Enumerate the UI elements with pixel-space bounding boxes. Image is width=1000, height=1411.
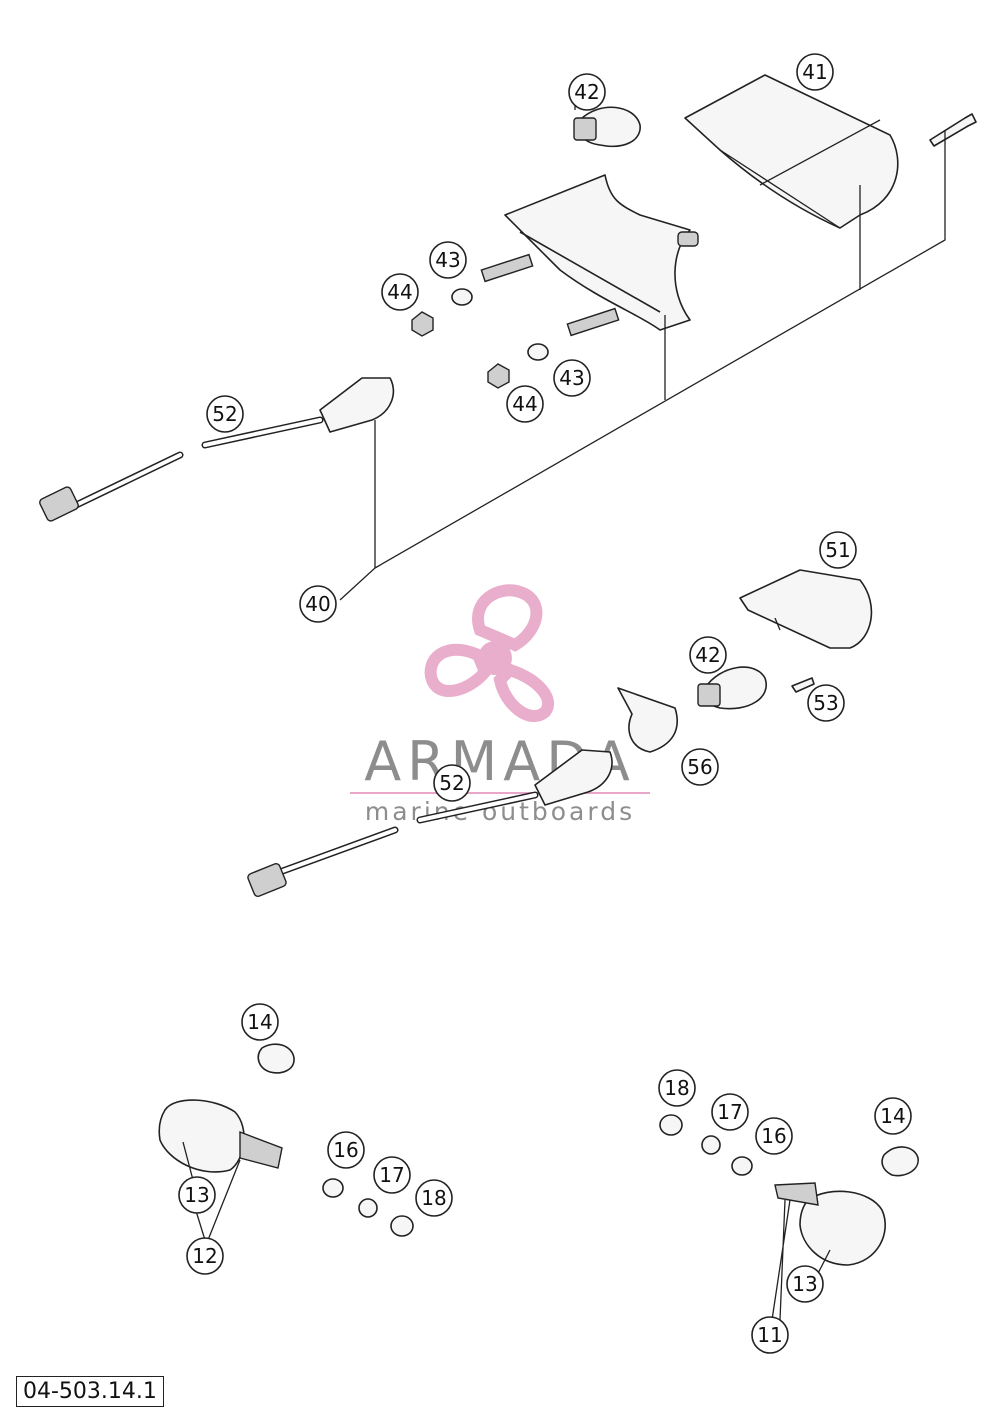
propeller-hub bbox=[478, 641, 512, 675]
callout-56: 56 bbox=[681, 748, 719, 786]
callout-14-right: 14 bbox=[874, 1097, 912, 1135]
svg-text:51: 51 bbox=[825, 538, 850, 562]
bulb-42-top bbox=[573, 106, 641, 147]
svg-text:42: 42 bbox=[695, 643, 720, 667]
callout-12: 12 bbox=[186, 1237, 224, 1275]
callout-52-upper: 52 bbox=[206, 395, 244, 433]
propeller-blade-top bbox=[472, 584, 543, 652]
svg-text:40: 40 bbox=[305, 592, 330, 616]
callout-51: 51 bbox=[819, 531, 857, 569]
callout-14-left: 14 bbox=[241, 1003, 279, 1041]
svg-text:18: 18 bbox=[664, 1076, 689, 1100]
svg-text:13: 13 bbox=[184, 1183, 209, 1207]
callout-13-left: 13 bbox=[178, 1176, 216, 1214]
svg-text:13: 13 bbox=[792, 1272, 817, 1296]
callout-40: 40 bbox=[299, 585, 337, 623]
callout-41: 41 bbox=[796, 53, 834, 91]
callout-42-mid: 42 bbox=[689, 636, 727, 674]
bulb-42-mid bbox=[697, 666, 768, 710]
svg-text:16: 16 bbox=[761, 1124, 786, 1148]
washers-right bbox=[659, 1114, 753, 1176]
propeller-blade-left bbox=[424, 643, 492, 697]
bolt-lower bbox=[566, 307, 620, 337]
svg-text:43: 43 bbox=[559, 366, 584, 390]
callout-17-left: 17 bbox=[373, 1156, 411, 1194]
svg-text:44: 44 bbox=[512, 392, 537, 416]
callout-43-upper: 43 bbox=[429, 241, 467, 279]
svg-text:17: 17 bbox=[717, 1100, 742, 1124]
armada-logo-icon bbox=[424, 584, 555, 723]
tail-light-lens-41 bbox=[684, 74, 899, 229]
callout-42-top: 42 bbox=[568, 73, 606, 111]
svg-text:52: 52 bbox=[212, 402, 237, 426]
wire-harness-lower bbox=[247, 749, 613, 897]
callout-17-right: 17 bbox=[711, 1093, 749, 1131]
svg-text:17: 17 bbox=[379, 1163, 404, 1187]
svg-text:11: 11 bbox=[757, 1323, 782, 1347]
screw-53 bbox=[791, 677, 815, 693]
svg-text:52: 52 bbox=[439, 771, 464, 795]
callout-43-lower: 43 bbox=[553, 359, 591, 397]
drawing-code-label: 04-503.14.1 bbox=[16, 1376, 164, 1407]
indicator-left bbox=[158, 1099, 283, 1173]
washers-nuts-upper bbox=[411, 288, 549, 389]
svg-text:43: 43 bbox=[435, 248, 460, 272]
callout-44-upper: 44 bbox=[381, 273, 419, 311]
callout-11: 11 bbox=[751, 1316, 789, 1354]
washers-left bbox=[322, 1178, 414, 1237]
socket-56 bbox=[617, 687, 679, 753]
callout-16-left: 16 bbox=[327, 1131, 365, 1169]
bulb-14-right bbox=[881, 1146, 919, 1177]
svg-text:53: 53 bbox=[813, 691, 838, 715]
indicator-right bbox=[774, 1182, 886, 1266]
callout-52-lower: 52 bbox=[433, 764, 471, 802]
screw-long bbox=[929, 113, 977, 147]
bolt-upper bbox=[480, 253, 534, 283]
svg-text:16: 16 bbox=[333, 1138, 358, 1162]
svg-text:44: 44 bbox=[387, 280, 412, 304]
callout-18-right: 18 bbox=[658, 1069, 696, 1107]
lens-51 bbox=[739, 569, 873, 649]
callout-44-lower: 44 bbox=[506, 385, 544, 423]
tail-light-housing bbox=[504, 174, 699, 331]
svg-text:14: 14 bbox=[880, 1104, 905, 1128]
svg-text:18: 18 bbox=[421, 1186, 446, 1210]
svg-text:12: 12 bbox=[192, 1244, 217, 1268]
callout-16-right: 16 bbox=[755, 1117, 793, 1155]
svg-text:41: 41 bbox=[802, 60, 827, 84]
propeller-blade-right bbox=[493, 663, 555, 723]
svg-text:14: 14 bbox=[247, 1010, 272, 1034]
wire-harness-upper bbox=[39, 377, 395, 522]
bulb-14-left bbox=[257, 1043, 295, 1074]
callout-13-right: 13 bbox=[786, 1265, 824, 1303]
callout-53: 53 bbox=[807, 684, 845, 722]
callout-18-left: 18 bbox=[415, 1179, 453, 1217]
svg-text:42: 42 bbox=[574, 80, 599, 104]
svg-text:56: 56 bbox=[687, 755, 712, 779]
